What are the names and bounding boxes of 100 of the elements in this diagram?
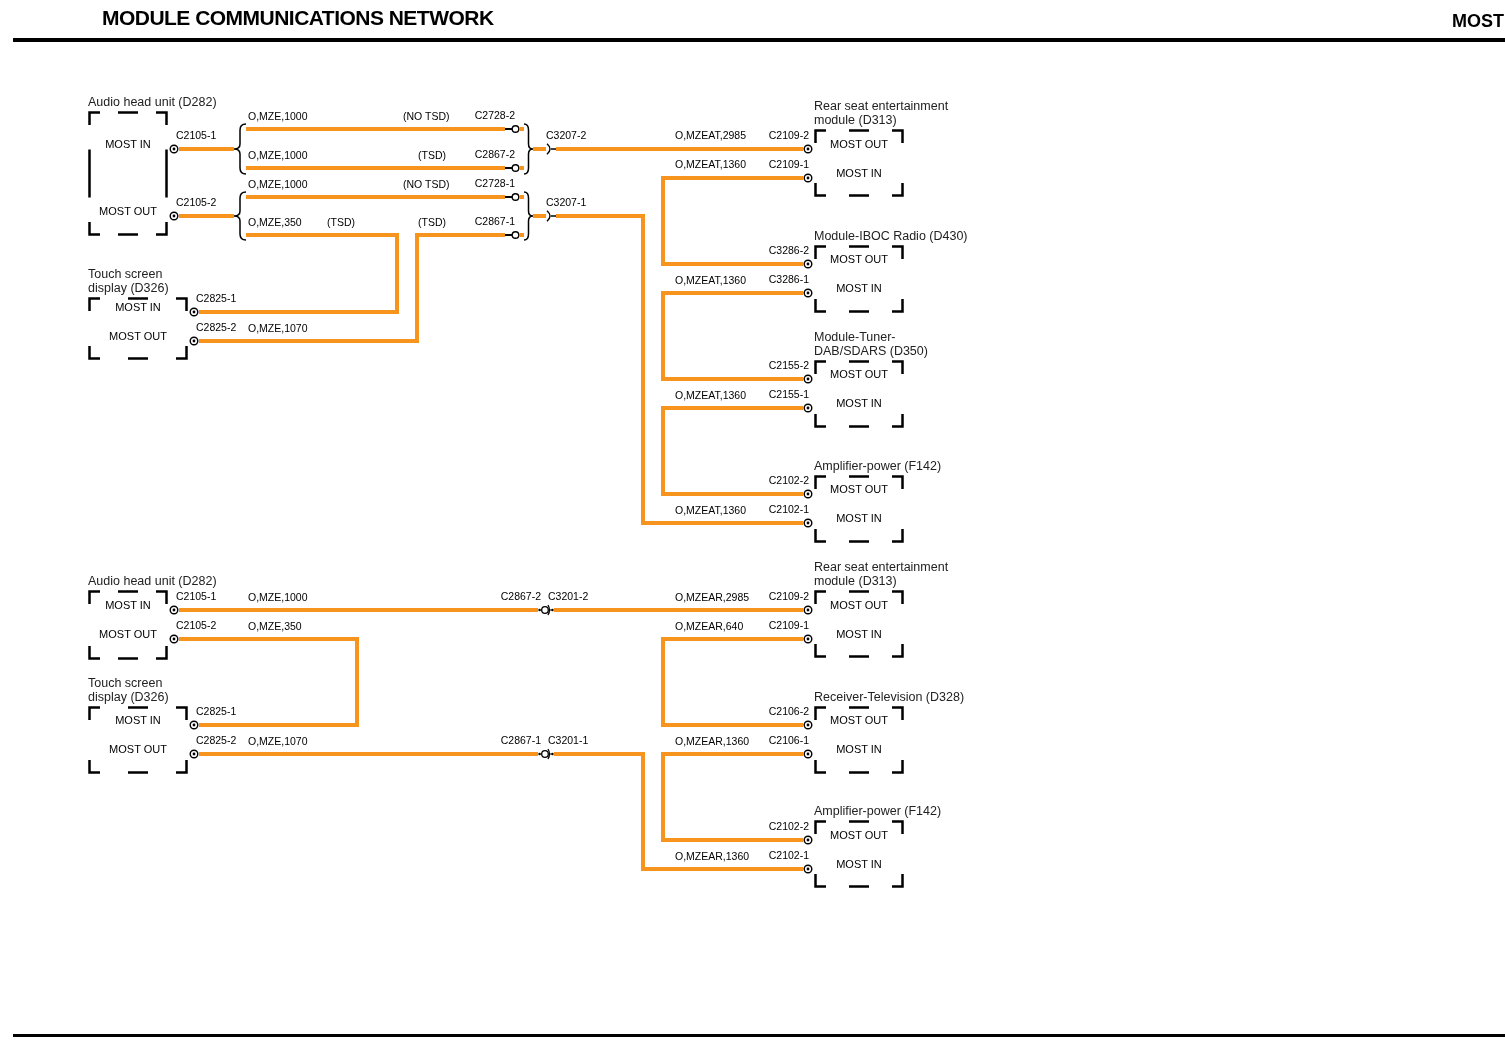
module-title: Rear seat entertainment module (D313) <box>814 560 950 588</box>
connector-id: C2102-1 <box>768 849 809 861</box>
connector-id: C2867-2 <box>500 590 541 602</box>
wire-label: O,MZE,1000 <box>248 110 308 122</box>
variant-note: (NO TSD) <box>403 178 450 190</box>
connector-id: C3286-2 <box>768 244 809 256</box>
section-tag: MOST <box>1452 8 1504 34</box>
module-title: Module-Tuner- DAB/SDARS (D350) <box>814 330 929 358</box>
port-label: MOST OUT <box>830 138 888 150</box>
port-label: MOST IN <box>115 714 161 726</box>
connector-id: C2102-1 <box>768 503 809 515</box>
wire-label: O,MZEAR,1360 <box>675 735 750 747</box>
wire-label: O,MZEAR,640 <box>675 620 744 632</box>
module-title: Amplifier-power (F142) <box>814 804 943 818</box>
connector-id: C2867-1 <box>474 215 515 227</box>
wire-label: O,MZEAR,2985 <box>675 591 750 603</box>
port-label: MOST OUT <box>109 330 167 342</box>
port-label: MOST OUT <box>830 714 888 726</box>
connector-pin-icon <box>505 229 520 241</box>
port-label: MOST IN <box>836 167 882 179</box>
connector-id: C2102-2 <box>768 820 809 832</box>
wire <box>246 195 505 199</box>
port-label: MOST IN <box>115 301 161 313</box>
wire <box>661 176 803 266</box>
variant-note: (TSD) <box>418 216 446 228</box>
wire <box>661 637 803 727</box>
wire <box>520 233 524 237</box>
brace <box>234 191 246 241</box>
connector-pin-icon <box>505 191 520 203</box>
module-title: Amplifier-power (F142) <box>814 459 943 473</box>
variant-note: (TSD) <box>418 149 446 161</box>
wire <box>179 147 234 151</box>
port-label: MOST OUT <box>99 205 157 217</box>
connector-icon <box>538 748 554 760</box>
wire <box>199 233 399 314</box>
wire-label: O,MZE,1000 <box>248 178 308 190</box>
wire <box>246 166 505 170</box>
wire-label: O,MZEAR,1360 <box>675 850 750 862</box>
connector-socket-icon <box>546 143 556 155</box>
connector-id: C2867-2 <box>474 148 515 160</box>
title: MODULE COMMUNICATIONS NETWORK <box>102 5 494 31</box>
connector-id: C2728-1 <box>474 177 515 189</box>
module-title: Module-IBOC Radio (D430) <box>814 229 969 243</box>
connector-id: C2109-2 <box>768 129 809 141</box>
connector-id: C2825-1 <box>196 705 237 717</box>
wire-label: O,MZE,350 <box>248 620 302 632</box>
wire-label: O,MZEAT,1360 <box>675 158 746 170</box>
wire-label: O,MZEAT,1360 <box>675 274 746 286</box>
module-title: Audio head unit (D282) <box>88 95 218 109</box>
wire-label: O,MZE,350 <box>248 216 302 228</box>
connector-id: C2867-1 <box>500 734 541 746</box>
connector-id: C2105-1 <box>176 590 217 602</box>
wire-label: O,MZEAT,1360 <box>675 389 746 401</box>
module-title: Rear seat entertainment module (D313) <box>814 99 950 127</box>
connector-id: C2825-1 <box>196 292 237 304</box>
port-label: MOST IN <box>105 138 151 150</box>
module-title: Touch screen display (D326) <box>88 676 170 704</box>
wire-label: O,MZE,1070 <box>248 735 308 747</box>
wire <box>199 233 505 343</box>
connector-id: C2825-2 <box>196 321 237 333</box>
connector-id: C3207-1 <box>546 196 587 208</box>
connector-pin-icon <box>505 123 520 135</box>
brace <box>524 123 533 175</box>
connector-id: C2105-1 <box>176 129 217 141</box>
port-label: MOST IN <box>836 282 882 294</box>
wire <box>661 406 803 496</box>
port-label: MOST OUT <box>109 743 167 755</box>
connector-id: C2825-2 <box>196 734 237 746</box>
wire <box>661 291 803 381</box>
wire <box>556 147 803 151</box>
wire <box>179 637 359 727</box>
connector-id: C2106-2 <box>768 705 809 717</box>
wire <box>179 608 538 612</box>
wire-label: O,MZEAT,2985 <box>675 129 746 141</box>
port-label: MOST OUT <box>830 253 888 265</box>
connector-id: C2155-1 <box>768 388 809 400</box>
wire <box>199 752 538 756</box>
port-label: MOST OUT <box>830 483 888 495</box>
connector-pin-icon <box>505 162 520 174</box>
port-label: MOST IN <box>105 599 151 611</box>
wire <box>246 127 505 131</box>
connector-socket-icon <box>546 210 556 222</box>
wire-label: O,MZE,1070 <box>248 322 308 334</box>
wire-label: O,MZE,1000 <box>248 149 308 161</box>
wire <box>533 214 546 218</box>
connector-id: C2728-2 <box>474 109 515 121</box>
connector-id: C3201-2 <box>548 590 589 602</box>
connector-id: C3201-1 <box>548 734 589 746</box>
variant-note: (TSD) <box>327 216 355 228</box>
module-title: Audio head unit (D282) <box>88 574 218 588</box>
port-label: MOST IN <box>836 628 882 640</box>
module-title: Receiver-Television (D328) <box>814 690 966 704</box>
port-label: MOST OUT <box>830 599 888 611</box>
port-label: MOST OUT <box>99 628 157 640</box>
variant-note: (NO TSD) <box>403 110 450 122</box>
wire <box>520 195 524 199</box>
connector-id: C2105-2 <box>176 619 217 631</box>
wire <box>533 147 546 151</box>
port-label: MOST IN <box>836 743 882 755</box>
port-label: MOST IN <box>836 512 882 524</box>
